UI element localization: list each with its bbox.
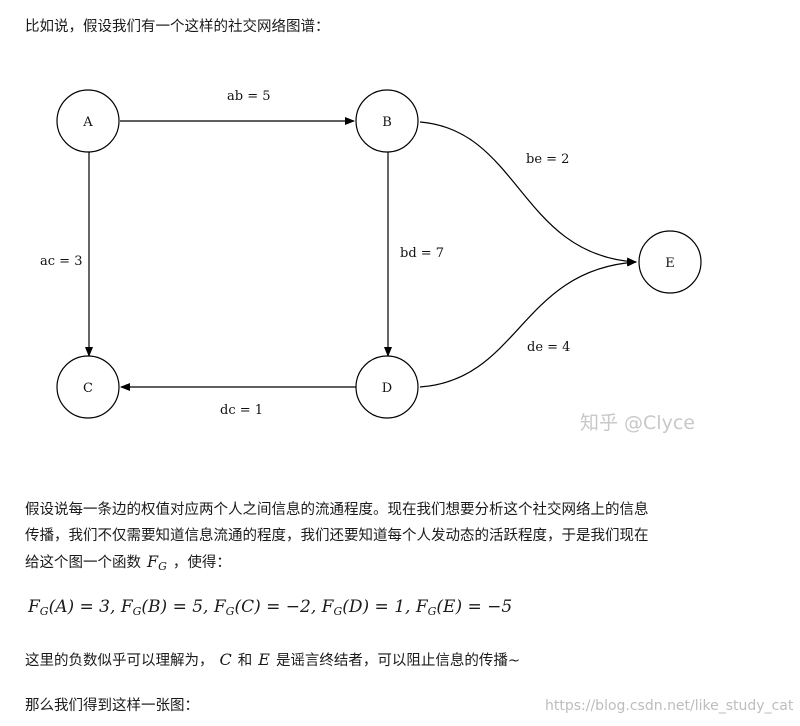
node-c: C (56, 355, 120, 419)
edge-label-bd: bd = 7 (400, 246, 444, 261)
edge-label-dc: dc = 1 (220, 403, 263, 418)
svg-text:E: E (665, 256, 675, 271)
social-network-graph: ab = 5 ac = 3 bd = 7 be = 2 dc = 1 de = … (40, 89, 702, 419)
edge-label-ac: ac = 3 (40, 254, 82, 269)
math-c: C (219, 650, 232, 669)
line3-suffix: ，使得： (172, 555, 231, 571)
edge-label-ab: ab = 5 (227, 89, 271, 104)
paragraph-line-1: 假设说每一条边的权值对应两个人之间信息的流通程度。现在我们想要分析这个社交网络上… (25, 502, 649, 518)
function-symbol: FG (147, 552, 167, 573)
formula-term-b: FG(B) = 5 (120, 597, 204, 618)
edge-be (419, 121, 637, 266)
edge-label-be: be = 2 (526, 152, 569, 167)
formula-term-e: FG(E) = −5 (415, 597, 513, 618)
node-d: D (355, 355, 419, 419)
csdn-watermark: https://blog.csdn.net/like_study_cat (545, 698, 794, 714)
formula-term-c: FG(C) = −2 (213, 597, 311, 618)
svg-text:B: B (382, 115, 392, 130)
function-values-formula: FG(A) = 3, FG(B) = 5, FG(C) = −2, FG(D) … (28, 597, 513, 618)
node-e: E (638, 230, 702, 294)
node-a: A (56, 89, 120, 153)
intro-text: 比如说，假设我们有一个这样的社交网络图谱： (25, 19, 330, 35)
math-e: E (258, 650, 270, 669)
node-b: B (355, 89, 419, 153)
paragraph-conclusion: 那么我们得到这样一张图： (25, 698, 199, 714)
edge-de (419, 258, 637, 388)
svg-text:A: A (82, 115, 93, 130)
svg-text:D: D (382, 381, 392, 396)
formula-term-a: FG(A) = 3 (28, 597, 111, 618)
paragraph-line-3: 给这个图一个函数 FG ，使得： (25, 549, 649, 580)
formula-term-d: FG(D) = 1 (321, 597, 406, 618)
svg-text:C: C (83, 381, 93, 396)
line3-prefix: 给这个图一个函数 (25, 555, 141, 571)
zhihu-watermark: 知乎 @Clyce (580, 412, 695, 434)
paragraph-description: 假设说每一条边的权值对应两个人之间信息的流通程度。现在我们想要分析这个社交网络上… (25, 497, 649, 580)
paragraph-line-2: 传播，我们不仅需要知道信息流通的程度，我们还要知道每个人发动态的活跃程度，于是我… (25, 528, 649, 544)
edge-label-de: de = 4 (527, 340, 570, 355)
